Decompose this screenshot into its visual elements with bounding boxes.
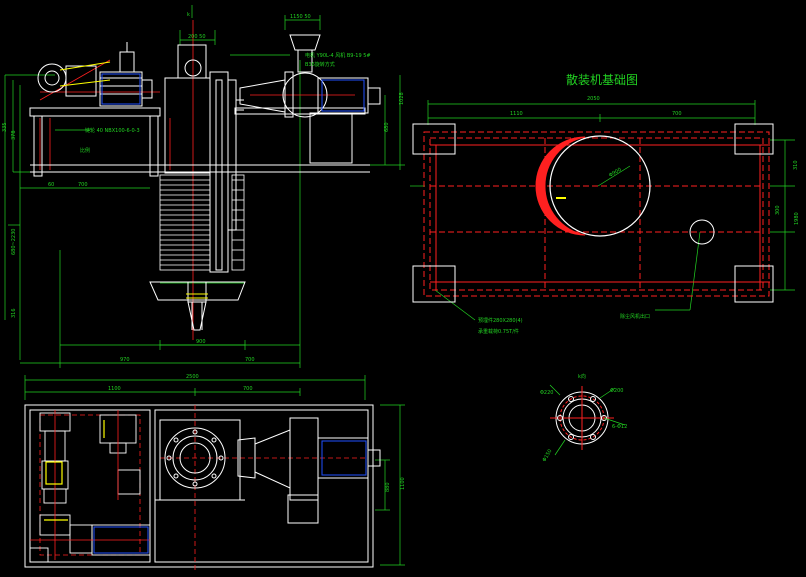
- chain-spec-note: 链轮 40 NBX100-6-0-3: [85, 127, 140, 134]
- plan-flange-bolts: [166, 429, 224, 487]
- dim-right-1: 680: [384, 122, 390, 132]
- front-dimension-lines: [4, 5, 405, 368]
- callout-load: 承重载荷0.75T/件: [478, 328, 519, 335]
- loading-column: [164, 44, 244, 273]
- embedded-plate-tr: [734, 123, 774, 155]
- foundation-dim-height: 1980: [794, 212, 800, 225]
- fan-rotation-note: B36旋转方式: [305, 61, 335, 68]
- chain-yellow: [59, 61, 111, 87]
- dim-right-0: 1028: [399, 92, 405, 105]
- dim-bottom-2: 900: [196, 339, 206, 345]
- plan-dim-mid: 880: [385, 482, 391, 492]
- flange-dim-0: Φ220: [540, 390, 553, 396]
- plan-dim-height: 1100: [400, 477, 406, 490]
- flange-dim-1: Φ200: [610, 388, 623, 394]
- plan-dims: [24, 375, 405, 566]
- flange-dim-3: 6-Φ12: [612, 424, 627, 430]
- foundation-dim-diameter: Φ900: [608, 167, 623, 179]
- dim-bottom-4: 700: [245, 357, 255, 363]
- plan-dim-left: 1100: [108, 386, 121, 392]
- dim-bottom-1: 700: [78, 182, 88, 188]
- plan-column-flange: [159, 419, 256, 501]
- foundation-dim-mid: 300: [775, 205, 781, 215]
- plan-dust-fan: [254, 417, 381, 524]
- dim-top-0: 1150 50: [290, 14, 311, 20]
- flange-leaders: [549, 384, 626, 456]
- support-frame: [29, 107, 370, 177]
- plan-yellow-marks: [44, 420, 105, 521]
- fan-outlet-circle: [689, 219, 715, 245]
- dim-left-2: 680~2230: [11, 229, 17, 255]
- fan-motor-blue: [321, 79, 365, 112]
- dim-top-1: 200 50: [188, 34, 206, 40]
- foundation-dims: [410, 100, 795, 321]
- callout-embedded-plate: 预埋件280X280(4): [478, 317, 523, 324]
- embedded-plate-tl: [412, 123, 456, 155]
- front-elevation-view: 200 50 1150 50 k 电机 Y90L-4 风机 B9-19 5# B…: [2, 5, 405, 368]
- dim-left-3: 316: [11, 308, 17, 318]
- flange-detail-view: k向 Φ220 Φ200 Φ150 6-Φ12: [540, 373, 627, 463]
- embedded-plate-bl: [412, 265, 456, 303]
- bellows-ribs: [160, 179, 244, 266]
- foundation-dim-offset: 310: [793, 160, 799, 170]
- foundation-outline-dashed: [423, 131, 770, 297]
- telescopic-bellows: [159, 174, 245, 271]
- plan-fan-motor-blue: [321, 440, 367, 476]
- foundation-dim-right: 700: [672, 111, 682, 117]
- column-base-circle: [535, 135, 651, 237]
- fan-spec-note: 电机 Y90L-4 风机 B9-19 5#: [305, 52, 371, 59]
- front-view-labels: 200 50 1150 50 k 电机 Y90L-4 风机 B9-19 5# B…: [2, 12, 405, 363]
- flange-dim-2: Φ150: [542, 448, 554, 463]
- embedded-plates: [412, 123, 774, 303]
- embedded-plate-br: [734, 265, 774, 303]
- plan-view: 2500 1100 700 1100 880: [24, 374, 406, 570]
- scale-note: 比例: [80, 147, 90, 154]
- cone-yellow-marks: [186, 293, 208, 299]
- foundation-title: 散装机基础图: [566, 72, 638, 87]
- dim-bottom-3: 970: [120, 357, 130, 363]
- motor-blue-outline: [101, 73, 141, 105]
- flange-bolt-holes: [557, 396, 607, 440]
- drive-motor-assembly: [37, 42, 153, 107]
- view-arrow-label: k: [187, 12, 190, 18]
- foundation-plan-view: 散装机基础图: [410, 72, 800, 335]
- plan-dim-right: 700: [243, 386, 253, 392]
- plan-drive-centerlines: [30, 410, 150, 560]
- dim-left-1: 378: [11, 130, 17, 140]
- foundation-dim-total: 2050: [587, 96, 600, 102]
- foundation-dim-left: 1110: [510, 111, 523, 117]
- callout-fan-outlet: 除尘风机出口: [620, 313, 650, 320]
- dim-left-0: 335: [2, 122, 8, 132]
- dust-fan-assembly: [239, 34, 381, 164]
- discharge-cone: [149, 281, 246, 331]
- plan-dim-total: 2500: [186, 374, 199, 380]
- foundation-labels: 2050 1110 700 1980 310 300 Φ900 预埋件280X2…: [478, 96, 800, 335]
- flange-view-label: k向: [578, 373, 586, 380]
- plan-motor-blue: [93, 526, 149, 554]
- dim-bottom-0: 60: [48, 182, 54, 188]
- plan-labels: 2500 1100 700 1100 880: [108, 374, 406, 492]
